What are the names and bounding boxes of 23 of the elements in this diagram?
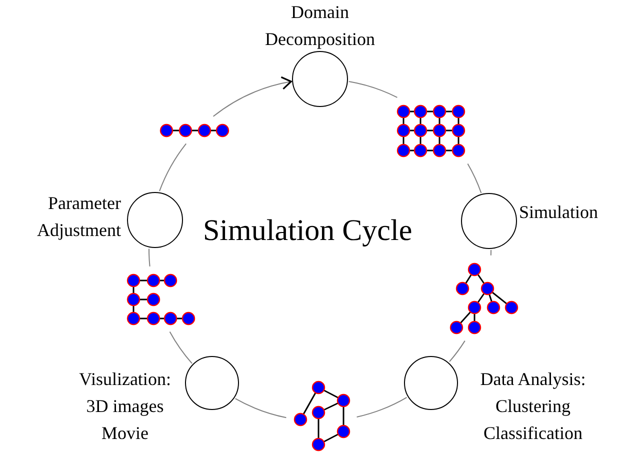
connector-arc <box>449 340 466 362</box>
step-label: Visulization: 3D images Movie <box>78 368 172 445</box>
step-label: Domain Decomposition <box>264 1 376 51</box>
graph-drawing <box>294 380 350 450</box>
graph-drawing <box>450 262 518 334</box>
connector-arc <box>148 248 150 267</box>
connector-arc <box>348 81 398 98</box>
graph-drawing <box>160 124 228 136</box>
graph-drawing <box>126 274 194 324</box>
step-label: Parameter Adjustment <box>36 192 121 242</box>
connector-arc <box>159 143 187 192</box>
step-label: Data Analysis: Clustering Classification <box>479 368 587 445</box>
arrow <box>212 76 292 117</box>
process-circle <box>404 356 458 410</box>
step-label: Simulation <box>519 201 600 224</box>
process-circle <box>185 356 239 410</box>
connector-arc <box>234 398 287 418</box>
diagram-title: Simulation Cycle <box>203 214 412 248</box>
connector-arc <box>169 331 192 364</box>
connector-arc <box>467 163 482 194</box>
graph-drawing <box>396 104 464 156</box>
connector-arc <box>490 250 492 256</box>
connector-arc <box>356 396 408 418</box>
